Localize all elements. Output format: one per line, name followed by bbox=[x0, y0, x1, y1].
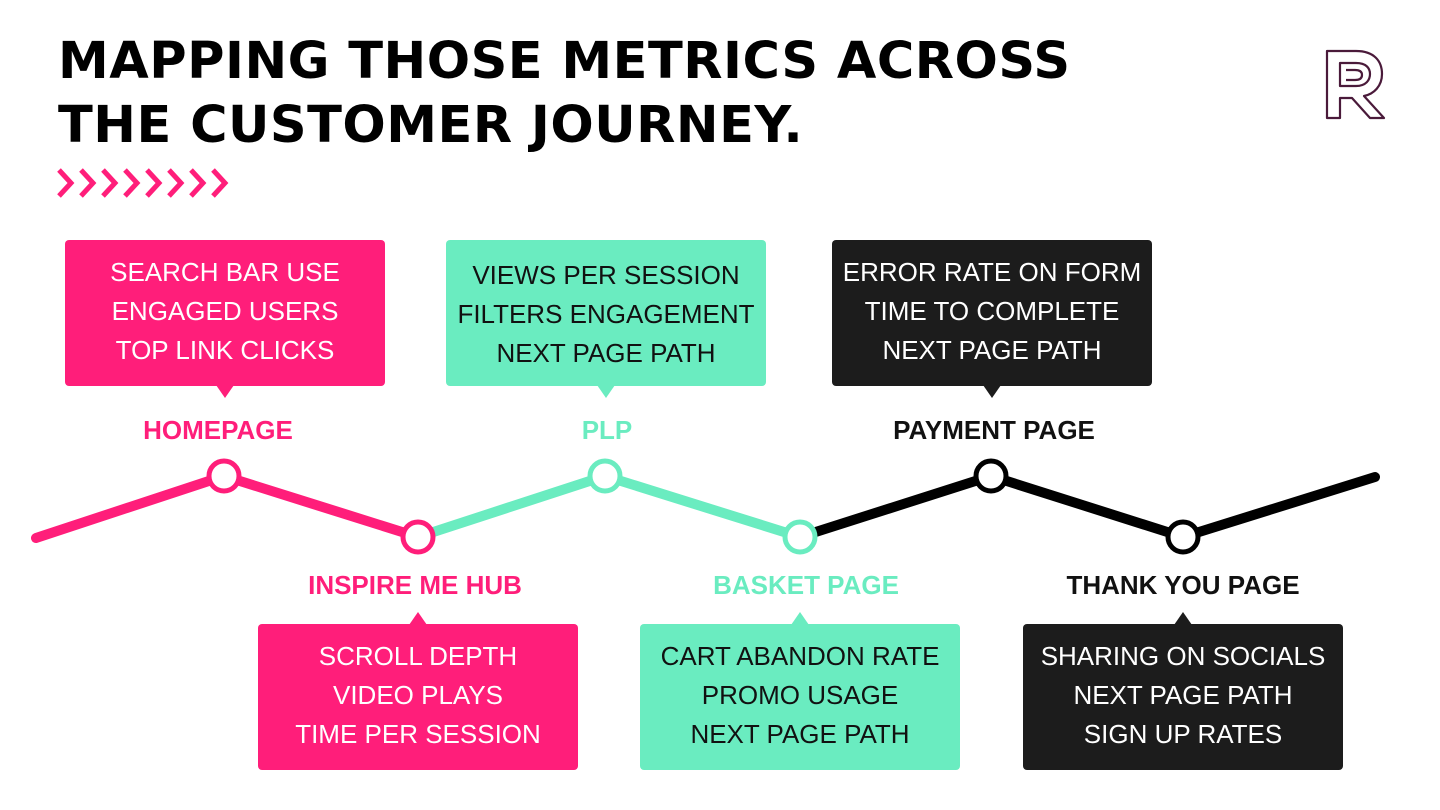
payment-page-metrics-box: ERROR RATE ON FORM TIME TO COMPLETE NEXT… bbox=[832, 240, 1152, 398]
plp-metrics-box: VIEWS PER SESSION FILTERS ENGAGEMENT NEX… bbox=[446, 240, 766, 398]
stage-label-basket-page: BASKET PAGE bbox=[713, 570, 899, 600]
metric: VIEWS PER SESSION bbox=[472, 260, 740, 290]
chevron-arrows-icon bbox=[57, 168, 229, 198]
metric: TOP LINK CLICKS bbox=[115, 335, 335, 365]
chevron-4 bbox=[123, 168, 141, 198]
metric: TIME PER SESSION bbox=[295, 719, 541, 749]
thank-you-page-metrics-box: SHARING ON SOCIALS NEXT PAGE PATH SIGN U… bbox=[1023, 612, 1343, 770]
node-inspire-me-hub bbox=[400, 519, 436, 555]
chevron-5 bbox=[145, 168, 163, 198]
stage-label-plp: PLP bbox=[581, 415, 633, 445]
node-basket-page bbox=[782, 519, 818, 555]
node-payment-page bbox=[973, 458, 1009, 494]
stage-label-homepage: HOMEPAGE bbox=[143, 415, 293, 445]
journey-segment-dark bbox=[795, 471, 1380, 542]
chevron-2 bbox=[79, 168, 97, 198]
metric: SEARCH BAR USE bbox=[110, 257, 340, 287]
node-thank-you-page bbox=[1165, 519, 1201, 555]
metric: NEXT PAGE PATH bbox=[882, 335, 1102, 365]
chevron-1 bbox=[57, 168, 75, 198]
chevron-7 bbox=[189, 168, 207, 198]
chevron-8 bbox=[211, 168, 229, 198]
r-monogram-icon bbox=[1325, 49, 1386, 120]
metric: CART ABANDON RATE bbox=[660, 641, 940, 671]
basket-page-metrics-box: CART ABANDON RATE PROMO USAGE NEXT PAGE … bbox=[640, 612, 960, 770]
stage-label-thank-you-page: THANK YOU PAGE bbox=[1066, 570, 1300, 600]
metric: ERROR RATE ON FORM bbox=[842, 257, 1142, 287]
stage-label-inspire-me-hub: INSPIRE ME HUB bbox=[308, 570, 522, 600]
chevron-3 bbox=[101, 168, 119, 198]
title-line-2: THE CUSTOMER JOURNEY. bbox=[58, 96, 804, 155]
metric: SHARING ON SOCIALS bbox=[1040, 641, 1326, 671]
metric: ENGAGED USERS bbox=[111, 296, 339, 326]
metric: NEXT PAGE PATH bbox=[1073, 680, 1293, 710]
inspire-me-hub-metrics-box: SCROLL DEPTH VIDEO PLAYS TIME PER SESSIO… bbox=[258, 612, 578, 770]
metric: NEXT PAGE PATH bbox=[690, 719, 910, 749]
metric: FILTERS ENGAGEMENT bbox=[457, 299, 755, 329]
chevron-6 bbox=[167, 168, 185, 198]
metric: TIME TO COMPLETE bbox=[864, 296, 1120, 326]
stage-label-payment-page: PAYMENT PAGE bbox=[893, 415, 1095, 445]
metric: SIGN UP RATES bbox=[1083, 719, 1283, 749]
title-line-1: MAPPING THOSE METRICS ACROSS bbox=[58, 32, 1071, 91]
metric: SCROLL DEPTH bbox=[318, 641, 518, 671]
metric: PROMO USAGE bbox=[701, 680, 899, 710]
metric: NEXT PAGE PATH bbox=[496, 338, 716, 368]
node-homepage bbox=[206, 458, 242, 494]
homepage-metrics-box: SEARCH BAR USE ENGAGED USERS TOP LINK CL… bbox=[65, 240, 385, 398]
node-plp bbox=[587, 458, 623, 494]
page-title: MAPPING THOSE METRICS ACROSS THE CUSTOME… bbox=[58, 30, 1071, 158]
metric: VIDEO PLAYS bbox=[332, 680, 504, 710]
